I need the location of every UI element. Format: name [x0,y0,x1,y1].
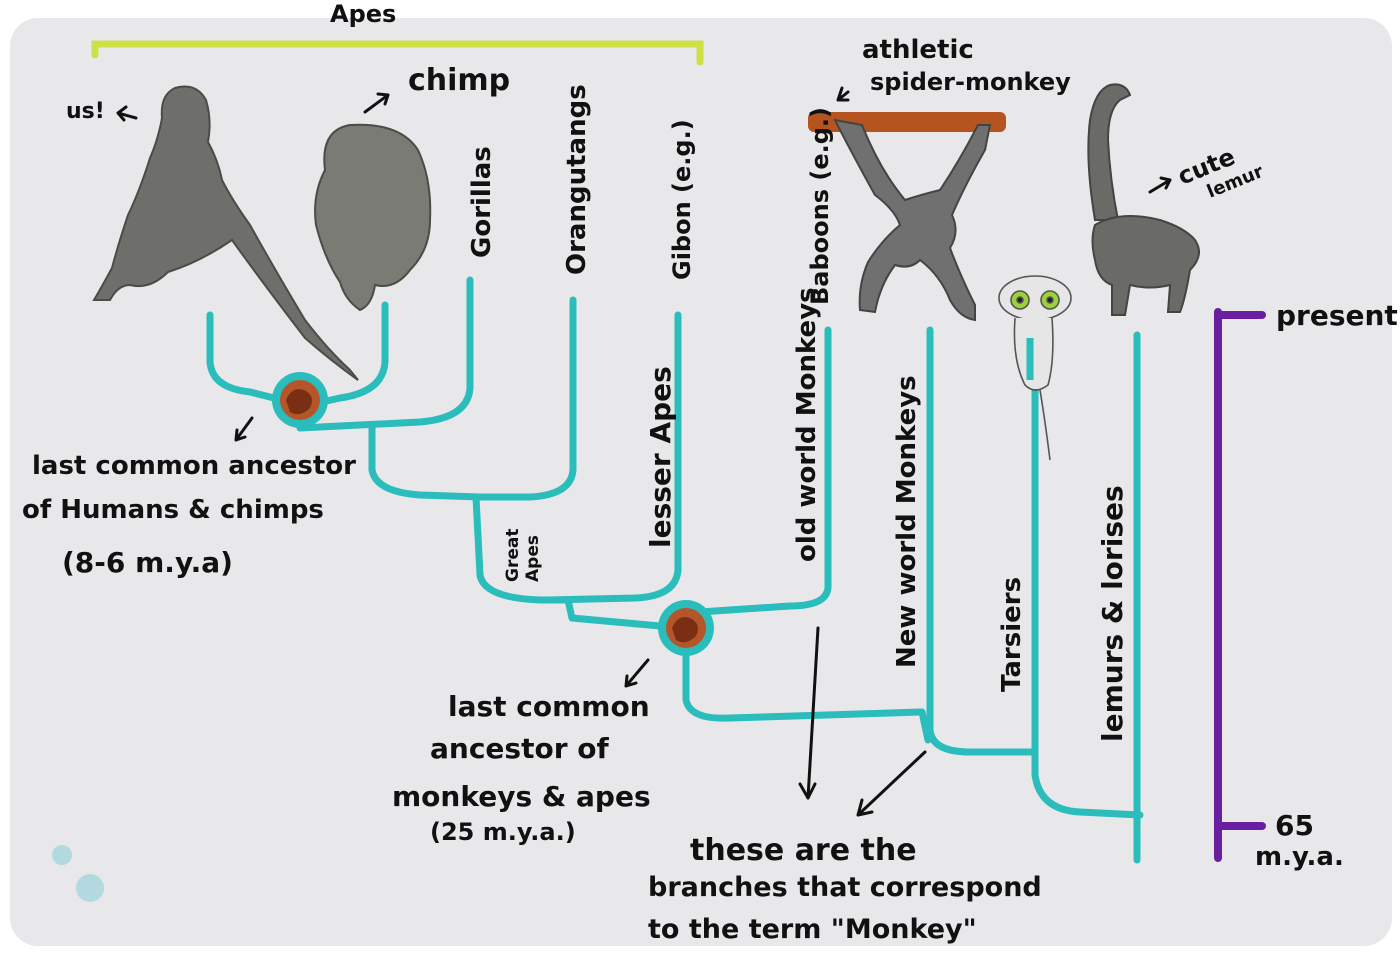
apes-bracket [91,40,704,66]
monkey-note-line1: these are the [690,833,917,868]
timeline [1214,308,1266,862]
lca-monkeys-apes-line2: ancestor of [430,732,609,765]
branch-new-world-monkeys [926,326,1039,756]
mya65-line2: m.y.a. [1255,842,1344,872]
monkey-note-line2: branches that correspond [648,872,1042,903]
branch-gorillas [296,276,474,432]
branch-humans [206,311,286,404]
lca-humans-chimps-line1: last common ancestor [32,451,356,481]
human-silhouette [92,85,359,381]
branch-anthropoid-stem [918,708,932,744]
spider-monkey-label-2: spider-monkey [870,68,1071,96]
chimp-label: chimp [408,63,510,98]
great-apes-label-line1: Great [503,529,523,582]
lesser-apes-label: lesser Apes [644,366,677,548]
branch-humans-chimps-gorillas [368,421,484,501]
lemur-illustration [1087,83,1200,316]
lca-monkeys-apes-line3: monkeys & apes [392,780,651,813]
lemurs-lorises-label: lemurs & lorises [1096,485,1129,742]
old-world-monkeys-label: old world Monkeys [792,287,822,562]
lca-monkeys-apes-line4: (25 m.y.a.) [430,818,576,846]
spider-monkey-label-1: athletic [862,35,974,65]
smudge-marks [52,845,104,902]
branch-lesser-apes [544,311,682,604]
paper [10,18,1392,946]
orangutangs-label: Orangutangs [562,84,592,275]
tarsiers-label: Tarsiers [997,577,1027,692]
branch-old-world-monkeys [696,326,832,616]
ancestor-node-humans-chimps [272,372,328,428]
new-world-monkeys-label: New world Monkeys [892,375,922,668]
arrows [116,86,1172,817]
tarsier-illustration [998,275,1072,461]
monkey-note-line3: to the term "Monkey" [648,914,977,945]
lca-humans-chimps-line3: (8-6 m.y.a) [62,546,233,579]
us-label: us! [66,99,105,124]
present-label: present [1276,299,1398,332]
gorillas-label: Gorillas [467,146,497,258]
ancestor-node-monkeys-apes [658,600,714,656]
spider-monkey-illustration [833,118,992,322]
great-apes-label-line2: Apes [523,535,543,582]
baboons-label: Baboons (e.g.) [806,107,834,305]
lca-humans-chimps-line2: of Humans & chimps [22,495,324,525]
branch-monkeys-apes-stem [682,636,924,722]
chimp-silhouette [314,123,432,312]
mya65-line1: 65 [1275,809,1314,842]
gibbon-label: Gibon (e.g.) [668,119,696,280]
lca-monkeys-apes-line1: last common [448,690,650,723]
branch-orangutangs [472,296,577,501]
phylogenetic-tree [206,276,1144,864]
branch-chimps [318,301,389,406]
branch-tarsiers [1031,386,1144,819]
apes-label: Apes [330,0,396,28]
